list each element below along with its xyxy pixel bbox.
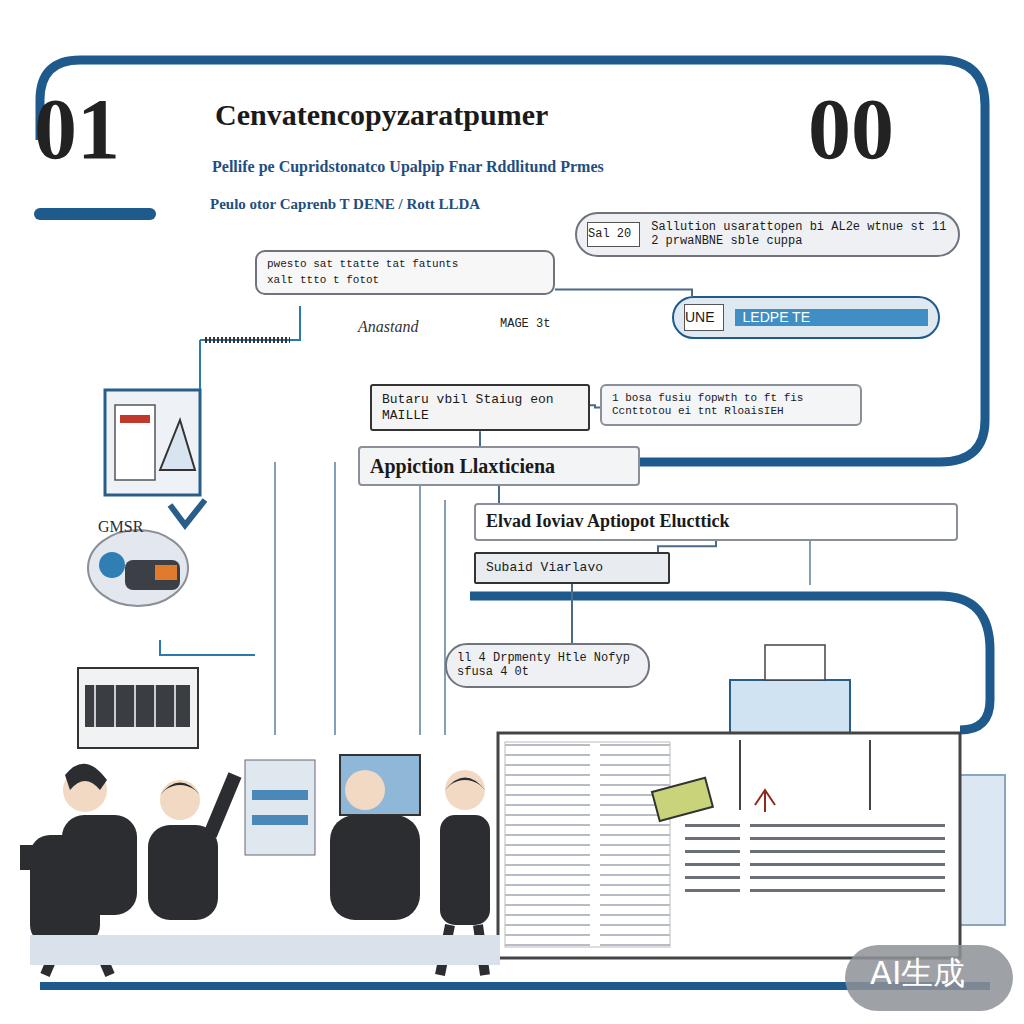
- section-number: 01: [34, 82, 120, 177]
- person-body: [148, 825, 218, 920]
- paper-icon: [765, 645, 825, 680]
- tag-label: MAGE 3t: [500, 318, 550, 331]
- camera-icon: [20, 845, 45, 870]
- box-text: Sallution usarattopen bi AL2e wtnue st 1…: [651, 220, 948, 249]
- printer-icon: [78, 668, 198, 748]
- section-number: 00: [808, 82, 894, 177]
- process-box: 1 bosa fusiu fopwth to ft fis Ccnttotou …: [600, 384, 862, 426]
- printer-slot: [85, 685, 190, 727]
- connector: [555, 289, 692, 296]
- signature: Anastand: [358, 318, 418, 336]
- printer-grille: [95, 685, 175, 727]
- monitor-icon: [340, 755, 420, 815]
- box-text: LEDPE TE: [735, 309, 928, 326]
- title: Cenvatencopyzaratpumer: [215, 98, 548, 131]
- triangle-icon: [160, 420, 195, 470]
- connector: [479, 431, 481, 446]
- box-text: Appiction Llaxticiena: [370, 454, 628, 478]
- box-heading: Sal 20: [587, 222, 640, 246]
- process-box: Elvad Ioviav Aptiopot Elucttick: [474, 503, 958, 541]
- process-box: ll 4 Drpmenty Htle Nofyp sfusa 4 0t: [445, 643, 650, 688]
- paper-stack: [245, 760, 315, 855]
- person-head: [345, 770, 385, 810]
- device-icon: [125, 560, 180, 590]
- person-body: [62, 815, 137, 915]
- globe-badge: [88, 530, 188, 606]
- document-panel: [498, 733, 960, 958]
- watermark: AI生成: [870, 956, 965, 991]
- person-hair: [445, 778, 485, 791]
- card-icon: [652, 778, 713, 821]
- subtitle: Pellife pe Cupridstonatco Upalpip Fnar R…: [212, 158, 604, 176]
- box-heading: pwesto sat ttatte tat fatunts: [267, 258, 543, 271]
- process-box: UNE LEDPE TE: [672, 296, 940, 339]
- person-arm: [210, 775, 235, 835]
- box-text: Butaru vbil Staiug eon MAILLE: [382, 392, 578, 423]
- wire-comb: [205, 337, 290, 343]
- box-text: xalt ttto t fotot: [267, 274, 543, 287]
- person-body: [330, 815, 420, 920]
- side-panel: [955, 775, 1005, 925]
- plant-icon: [755, 790, 775, 812]
- box-heading: UNE: [684, 304, 724, 331]
- document-page: [505, 742, 670, 947]
- document-text: [685, 818, 945, 898]
- desk: [30, 935, 500, 965]
- printer-icon: [730, 680, 850, 735]
- watermark-badge: [845, 945, 1013, 1011]
- connector: [590, 405, 600, 407]
- connector: [498, 486, 500, 503]
- subtitle: Peulo otor Caprenb T DENE / Rott LLDA: [210, 196, 480, 213]
- icon-label: GMSR: [98, 518, 143, 536]
- connector: [658, 541, 716, 552]
- box-text: ll 4 Drpmenty Htle Nofyp sfusa 4 0t: [457, 651, 638, 680]
- process-box: Appiction Llaxticiena: [358, 446, 640, 486]
- person-body: [440, 815, 490, 925]
- accent-bar: [34, 208, 156, 220]
- connector: [571, 584, 573, 643]
- page-icon: [115, 405, 155, 480]
- process-box: Sal 20 Sallution usarattopen bi AL2e wtnu…: [575, 212, 960, 257]
- box-text: Subaid Viarlavo: [486, 560, 658, 576]
- person-head: [160, 780, 200, 820]
- person-head: [445, 770, 485, 810]
- box-text: Elvad Ioviav Aptiopot Elucttick: [486, 511, 946, 533]
- paper-line: [252, 815, 308, 825]
- person-hair: [65, 764, 107, 790]
- process-box: Subaid Viarlavo: [474, 552, 670, 584]
- document-icon: [105, 390, 200, 495]
- person-hair: [160, 783, 200, 796]
- device-screen: [155, 565, 177, 580]
- box-text: 1 bosa fusiu fopwth to ft fis Ccnttotou …: [612, 392, 850, 418]
- globe-icon: [99, 552, 125, 578]
- process-box: pwesto sat ttatte tat fatunts xalt ttto t…: [255, 250, 555, 295]
- check-icon: [170, 500, 205, 525]
- process-box: Butaru vbil Staiug eon MAILLE: [370, 384, 590, 431]
- page-mark: [120, 415, 150, 423]
- paper-line: [252, 790, 308, 800]
